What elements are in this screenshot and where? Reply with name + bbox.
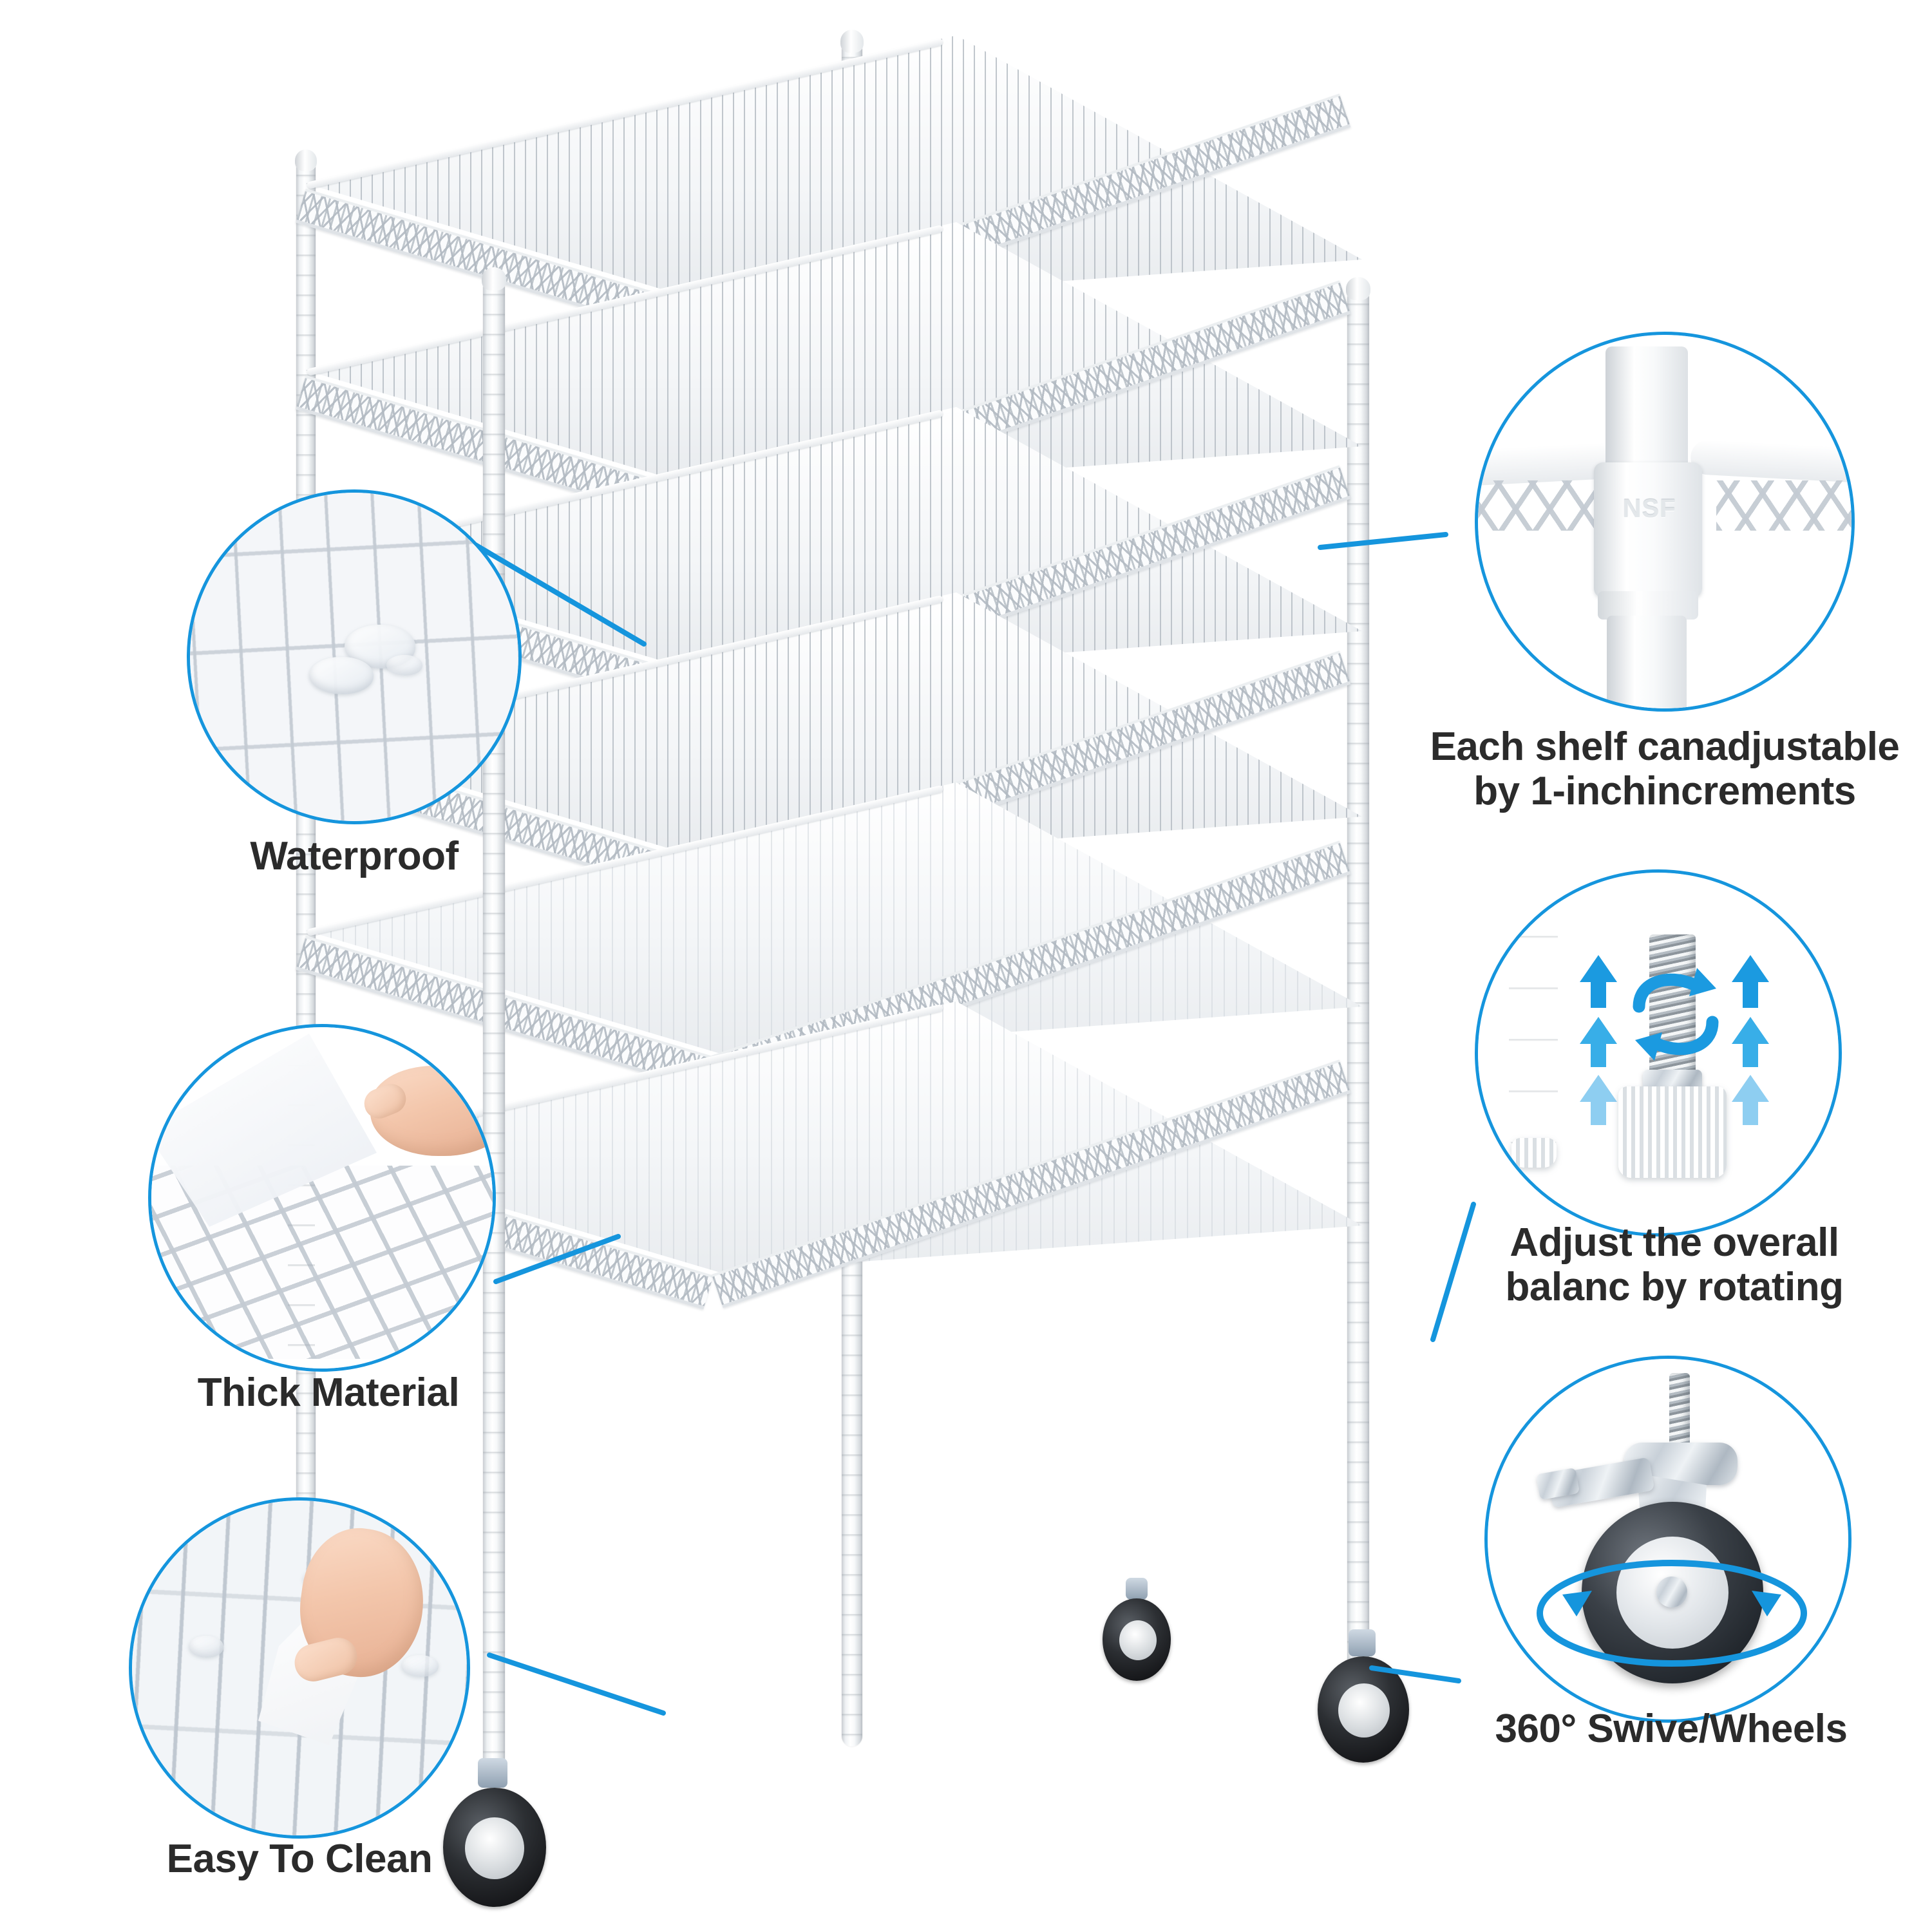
callout-label-thick-material: Thick Material <box>197 1370 460 1415</box>
post-cap-back-left <box>295 149 317 171</box>
shelf-post-icon <box>1605 346 1688 469</box>
water-droplet-icon <box>386 655 422 676</box>
caster-yoke-back-right <box>1126 1578 1148 1600</box>
caster-hub-front-left <box>465 1817 524 1879</box>
leveling-foot-icon <box>1511 1138 1557 1168</box>
callout-label-easy-to-clean: Easy To Clean <box>166 1837 433 1881</box>
shelf-post-front-right <box>1347 287 1369 1687</box>
callout-label-swivel-wheels: 360° Swive/Wheels <box>1495 1707 1848 1751</box>
callout-bubble-adjustable-shelf: NSF <box>1475 332 1855 712</box>
rotation-arrows-icon <box>1633 968 1719 1061</box>
water-droplet-icon <box>189 1636 223 1658</box>
caster-threaded-stem-icon <box>1669 1373 1690 1449</box>
product-shelving-unit <box>261 0 1481 1932</box>
leveling-foot-knurled-cap-icon <box>1618 1086 1727 1178</box>
water-droplet-icon <box>309 657 374 694</box>
product-caster-back-right <box>1095 1578 1179 1687</box>
shelf-post-icon <box>1509 887 1558 1144</box>
caster-hub-back-right <box>1119 1620 1157 1660</box>
callout-label-leveling-foot: Adjust the overall balanc by rotating <box>1505 1220 1844 1310</box>
caster-hub-front-right <box>1338 1683 1390 1738</box>
post-cap-back-right <box>840 30 864 53</box>
up-arrows-right-icon <box>1732 955 1769 1125</box>
callout-art-waterproof <box>190 493 518 821</box>
post-cap-front-right <box>1346 277 1370 300</box>
caster-yoke-front-right <box>1349 1629 1376 1656</box>
nsf-split-sleeve-collar-icon <box>1594 462 1702 598</box>
shelf-post-icon <box>1607 616 1687 708</box>
wire-grid-icon <box>190 493 518 821</box>
callout-label-adjustable-shelf: Each shelf canadjustable by 1-inchincrem… <box>1430 724 1900 814</box>
callout-art-thick-material <box>151 1027 493 1368</box>
nsf-mark-icon: NSF <box>1622 495 1676 523</box>
callout-bubble-leveling-foot <box>1475 869 1842 1236</box>
callout-bubble-swivel-wheels <box>1484 1356 1852 1723</box>
post-cap-front-left <box>482 267 506 290</box>
water-droplet-icon <box>401 1655 439 1677</box>
collar-clamp-ring-icon <box>1598 591 1698 620</box>
callout-art-adjustable-shelf: NSF <box>1478 335 1852 708</box>
callout-bubble-waterproof <box>187 489 522 824</box>
callout-art-swivel-wheels <box>1488 1359 1848 1719</box>
caster-axle-icon <box>1656 1577 1687 1607</box>
callout-art-leveling-foot <box>1478 873 1839 1233</box>
caster-yoke-front-left <box>478 1758 507 1788</box>
callout-art-easy-to-clean <box>132 1501 467 1835</box>
shelf-truss-zigzag-icon <box>1716 480 1852 531</box>
callout-bubble-thick-material <box>148 1024 496 1372</box>
up-arrows-left-icon <box>1580 955 1617 1125</box>
product-caster-front-right <box>1307 1629 1417 1768</box>
callout-label-waterproof: Waterproof <box>250 834 459 878</box>
shelf-truss-zigzag-icon <box>1478 480 1607 531</box>
rotation-ellipse-icon <box>1537 1560 1807 1667</box>
callout-bubble-easy-to-clean <box>129 1497 470 1839</box>
